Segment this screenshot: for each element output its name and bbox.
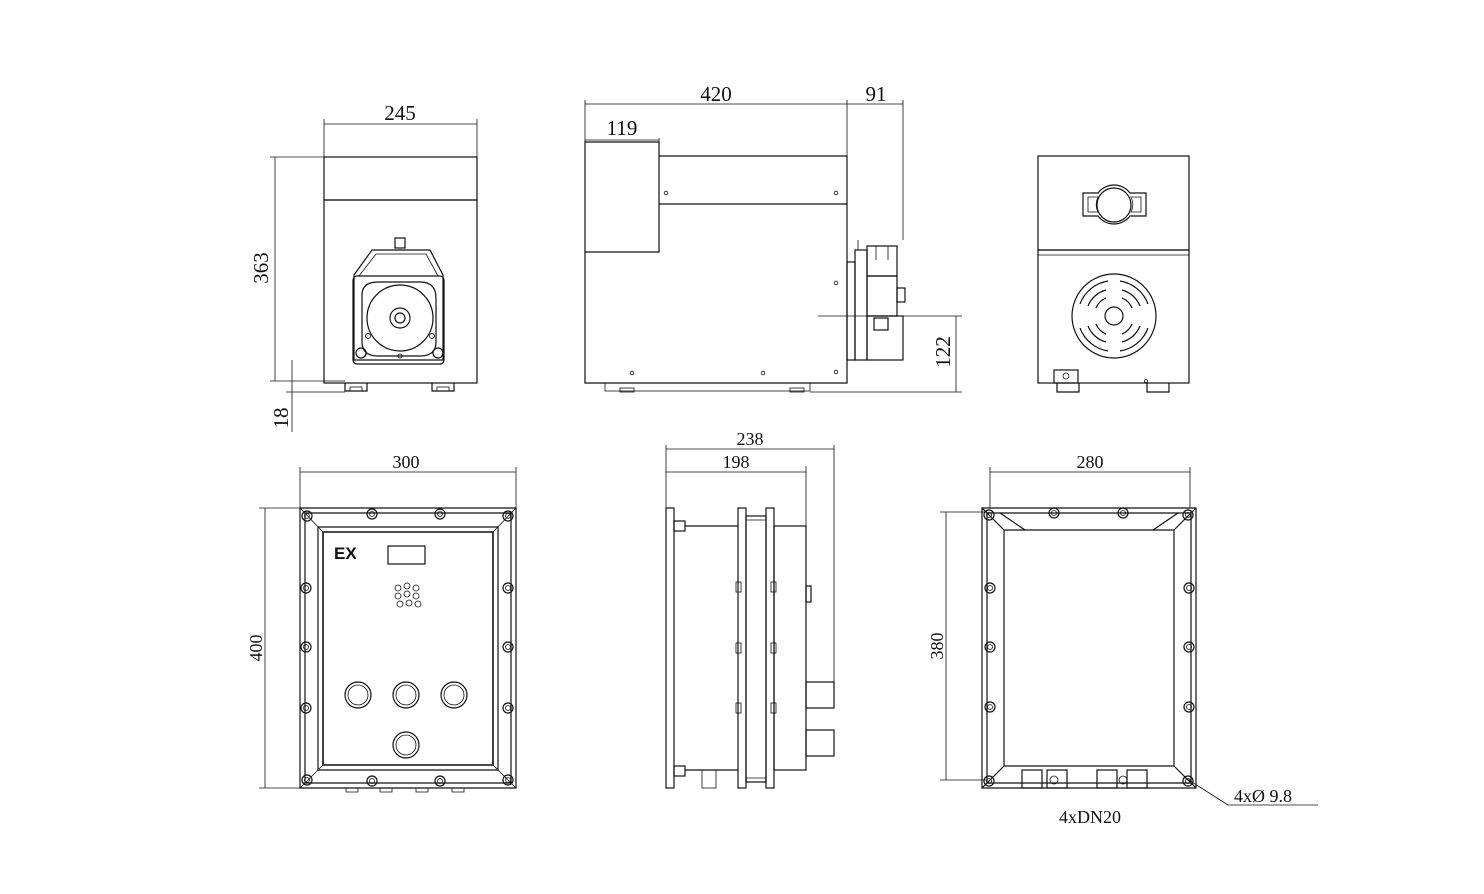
- dim-side-pump-height: 122: [810, 315, 962, 393]
- dim-front-width-label: 245: [384, 101, 416, 125]
- rear-top: [1037, 155, 1190, 251]
- side-pump-head: [846, 240, 906, 361]
- mount-hole-leader: 4xØ 9.8: [1183, 776, 1318, 806]
- side-top-housing: [659, 155, 848, 205]
- dim-cabinet-width-label: 300: [393, 452, 420, 472]
- conduit-entries: [1021, 769, 1148, 789]
- dim-cabinet-depth-total-label: 238: [737, 429, 764, 449]
- conduits-label: 4xDN20: [1059, 807, 1121, 827]
- dim-mount-width: 280: [989, 452, 1191, 508]
- dim-mount-height-label: 380: [927, 633, 947, 660]
- side-glands: [701, 681, 835, 789]
- front-feet: [344, 383, 455, 392]
- pump-front-view: 245 363 18: [249, 101, 478, 432]
- mount-bolts: [983, 507, 1195, 787]
- cabinet-front-view: EX 300 40: [246, 452, 517, 793]
- dim-mount-height: 380: [927, 511, 987, 781]
- dim-side-step-label: 119: [607, 116, 638, 140]
- dim-mount-width-label: 280: [1077, 452, 1104, 472]
- cabinet-side-view: 238 198: [665, 429, 835, 789]
- side-rear-block: [584, 141, 660, 253]
- dim-cabinet-depth-body-label: 198: [723, 452, 750, 472]
- front-top-cover: [323, 156, 478, 201]
- keypad-icon: [394, 582, 422, 608]
- pump-side-view: 420 91 119 122: [584, 82, 962, 393]
- dim-side-step: 119: [585, 116, 660, 142]
- rear-body: [1037, 249, 1190, 384]
- pump-head: [352, 237, 445, 365]
- dim-foot-height: 18: [269, 360, 345, 432]
- front-body: [323, 199, 478, 384]
- side-clamps: [735, 581, 777, 714]
- dim-front-height-label: 363: [249, 252, 273, 284]
- dim-cabinet-depth-total: 238: [665, 429, 835, 682]
- fan-grille-icon: [1071, 273, 1157, 359]
- cabinet-bolts: [300, 508, 514, 787]
- control-buttons: [344, 681, 468, 759]
- dim-foot-height-label: 18: [269, 408, 293, 429]
- rear-feet: [1053, 369, 1170, 393]
- dim-side-pump-height-label: 122: [931, 336, 955, 368]
- dim-cabinet-height: 400: [246, 507, 300, 789]
- ex-mark-label: EX: [334, 544, 357, 563]
- dim-side-pump-label: 91: [866, 82, 887, 106]
- dim-cabinet-width: 300: [299, 452, 517, 508]
- cabinet-bottom-glands: [345, 788, 465, 793]
- side-body: [584, 204, 848, 384]
- dim-front-width: 245: [323, 101, 478, 157]
- display-window: [387, 545, 426, 565]
- dim-cabinet-height-label: 400: [246, 635, 266, 662]
- dim-front-height: 363: [249, 156, 345, 382]
- dim-side-total-label: 420: [700, 82, 732, 106]
- pump-rear-view: [1037, 155, 1190, 393]
- dim-side-total: 420: [584, 82, 848, 156]
- mount-holes-label: 4xØ 9.8: [1234, 786, 1292, 806]
- dim-side-pump: 91: [847, 82, 904, 240]
- rear-handle: [1082, 184, 1147, 225]
- dim-cabinet-depth-body: 198: [666, 452, 807, 526]
- cabinet-mount-view: 280 380 4xØ 9.8 4xDN20: [927, 452, 1318, 827]
